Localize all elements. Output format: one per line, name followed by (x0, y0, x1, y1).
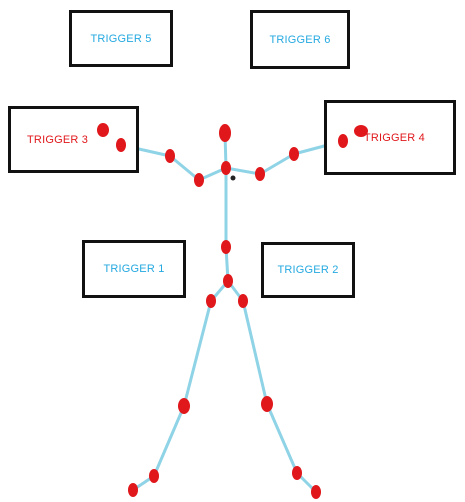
bone-lsh-lel (168, 154, 201, 182)
joint-rft (311, 485, 321, 499)
neck-marker (230, 175, 236, 181)
trigger-4-label: TRIGGER 4 (363, 131, 425, 144)
joint-head (219, 124, 231, 142)
trigger-1-label: TRIGGER 1 (103, 263, 165, 275)
joint-lhip (206, 294, 216, 308)
trigger-5-box: TRIGGER 5 (69, 10, 173, 67)
joint-lft (128, 483, 138, 497)
joint-rsh (255, 167, 265, 181)
trigger-4-box: TRIGGER 4 (324, 100, 456, 175)
trigger-6-box: TRIGGER 6 (250, 10, 350, 69)
bone-lkn-lan (152, 404, 186, 478)
joint-ran (292, 466, 302, 480)
trigger-3-box: TRIGGER 3 (8, 106, 139, 173)
bone-rsh-rel (258, 152, 296, 176)
trigger-2-label: TRIGGER 2 (277, 264, 339, 276)
joint-lel (165, 149, 175, 163)
trigger-3-label: TRIGGER 3 (27, 133, 89, 146)
trigger-2-box: TRIGGER 2 (261, 242, 355, 298)
bone-rkn-ran (265, 402, 299, 475)
bone-neck-rsh (224, 166, 262, 176)
trigger-5-label: TRIGGER 5 (90, 32, 152, 45)
joint-hip (223, 274, 233, 288)
joint-rhip (238, 294, 248, 308)
trigger-1-box: TRIGGER 1 (82, 240, 186, 298)
joint-rkn (261, 396, 273, 412)
joint-lan (149, 469, 159, 483)
joint-spine (221, 240, 231, 254)
joint-lkn (178, 398, 190, 414)
bone-rhip-rkn (241, 299, 269, 406)
joint-lsh (194, 173, 204, 187)
bone-lhip-lkn (182, 299, 213, 408)
joint-rel (289, 147, 299, 161)
joint-neck (221, 161, 231, 175)
trigger-6-label: TRIGGER 6 (269, 33, 331, 46)
